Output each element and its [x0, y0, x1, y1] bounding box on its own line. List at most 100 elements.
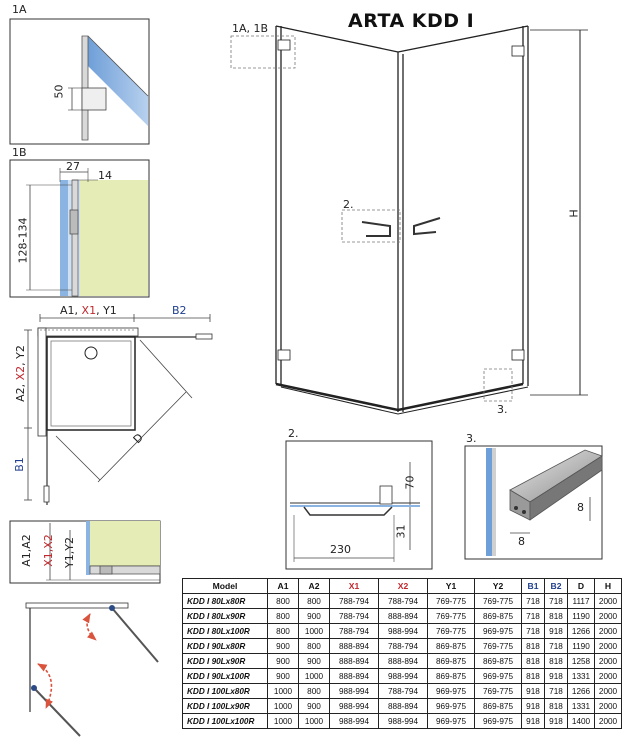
table-cell: 788-794 [329, 608, 379, 624]
model-cell: KDD I 100Lx80R [182, 683, 268, 699]
table-cell: 900 [298, 698, 330, 714]
label-detail-1a-1b: 1A, 1B [232, 22, 269, 35]
dim-8-height: 8 [577, 501, 584, 514]
detail-2 [285, 440, 433, 570]
model-cell: KDD I 90Lx90R [182, 653, 268, 669]
table-cell: 1000 [267, 683, 299, 699]
table-cell: 1000 [298, 668, 330, 684]
table-cell: 718 [544, 593, 568, 609]
table-cell: 800 [267, 623, 299, 639]
dim-x1-x2: X1,X2 [41, 534, 55, 567]
model-cell: KDD I 80Lx90R [182, 608, 268, 624]
table-cell: 2000 [594, 623, 622, 639]
plan-view [24, 314, 213, 505]
table-cell: 988-994 [329, 698, 379, 714]
table-cell: 918 [544, 713, 568, 729]
dim-a1-a2: A1,A2 [19, 534, 33, 567]
label-detail-3: 3. [466, 432, 477, 445]
col-a2: A2 [298, 578, 330, 594]
table-cell: 969-975 [427, 698, 475, 714]
table-cell: 1331 [567, 668, 595, 684]
table-cell: 2000 [594, 608, 622, 624]
col-h: H [594, 578, 622, 594]
product-title: ARTA KDD I [348, 10, 475, 32]
table-cell: 818 [521, 668, 545, 684]
table-cell: 869-875 [427, 653, 475, 669]
table-cell: 818 [544, 653, 568, 669]
table-cell: 1000 [298, 713, 330, 729]
table-cell: 888-894 [329, 668, 379, 684]
detail-3 [464, 445, 603, 560]
table-cell: 1190 [567, 608, 595, 624]
table-cell: 988-994 [378, 713, 428, 729]
label-detail-1a: 1A [12, 3, 27, 16]
dim-14: 14 [98, 169, 112, 182]
table-cell: 769-775 [474, 683, 522, 699]
table-cell: 988-994 [378, 668, 428, 684]
table-cell: 888-894 [378, 698, 428, 714]
door-swing-diagram [25, 602, 159, 737]
model-cell: KDD I 80Lx80R [182, 593, 268, 609]
table-cell: 900 [267, 668, 299, 684]
table-cell: 788-794 [378, 593, 428, 609]
enclosure-drawing [230, 25, 588, 415]
detail-1a [9, 18, 150, 145]
table-cell: 1117 [567, 593, 595, 609]
table-cell: 888-894 [329, 638, 379, 654]
col-d: D [567, 578, 595, 594]
col-y2: Y2 [474, 578, 522, 594]
table-cell: 718 [544, 683, 568, 699]
dim-h: H [567, 209, 581, 218]
specification-table: Model A1 A2 X1 X2 Y1 Y2 B1 B2 D H KDD I … [182, 578, 622, 729]
table-cell: 969-975 [474, 713, 522, 729]
table-cell: 1000 [298, 623, 330, 639]
table-cell: 869-875 [474, 698, 522, 714]
table-cell: 988-994 [378, 623, 428, 639]
table-cell: 969-975 [474, 623, 522, 639]
table-cell: 869-875 [427, 638, 475, 654]
dim-a1-x1-y1: A1, X1, Y1 [60, 304, 117, 317]
model-cell: KDD I 100Lx90R [182, 698, 268, 714]
dim-y1-y2: Y1,Y2 [62, 537, 76, 568]
table-cell: 869-875 [427, 668, 475, 684]
dim-27: 27 [66, 160, 80, 173]
col-x1: X1 [329, 578, 379, 594]
col-y1: Y1 [427, 578, 475, 594]
section-a1-a2 [9, 520, 161, 584]
table-cell: 788-794 [378, 638, 428, 654]
table-cell: 888-894 [329, 653, 379, 669]
model-cell: KDD I 80Lx100R [182, 623, 268, 639]
table-cell: 2000 [594, 593, 622, 609]
table-cell: 900 [298, 608, 330, 624]
col-b1: B1 [521, 578, 545, 594]
col-x2: X2 [378, 578, 428, 594]
table-cell: 718 [521, 593, 545, 609]
table-cell: 1000 [267, 698, 299, 714]
dim-230: 230 [330, 543, 351, 556]
table-header-row: Model A1 A2 X1 X2 Y1 Y2 B1 B2 D H [182, 578, 622, 594]
table-cell: 1000 [267, 713, 299, 729]
table-cell: 988-994 [329, 683, 379, 699]
dim-50: 50 [52, 84, 66, 99]
table-cell: 900 [267, 638, 299, 654]
dim-8-width: 8 [518, 535, 525, 548]
table-cell: 918 [544, 668, 568, 684]
table-cell: 718 [521, 608, 545, 624]
table-cell: 888-894 [378, 608, 428, 624]
model-cell: KDD I 90Lx80R [182, 638, 268, 654]
model-cell: KDD I 100Lx100R [182, 713, 268, 729]
table-cell: 788-794 [329, 593, 379, 609]
table-cell: 969-975 [474, 668, 522, 684]
table-cell: 818 [544, 698, 568, 714]
table-cell: 769-775 [474, 593, 522, 609]
col-model: Model [182, 578, 268, 594]
table-cell: 900 [267, 653, 299, 669]
table-cell: 1190 [567, 638, 595, 654]
table-cell: 800 [298, 638, 330, 654]
dim-70: 70 [403, 475, 417, 490]
